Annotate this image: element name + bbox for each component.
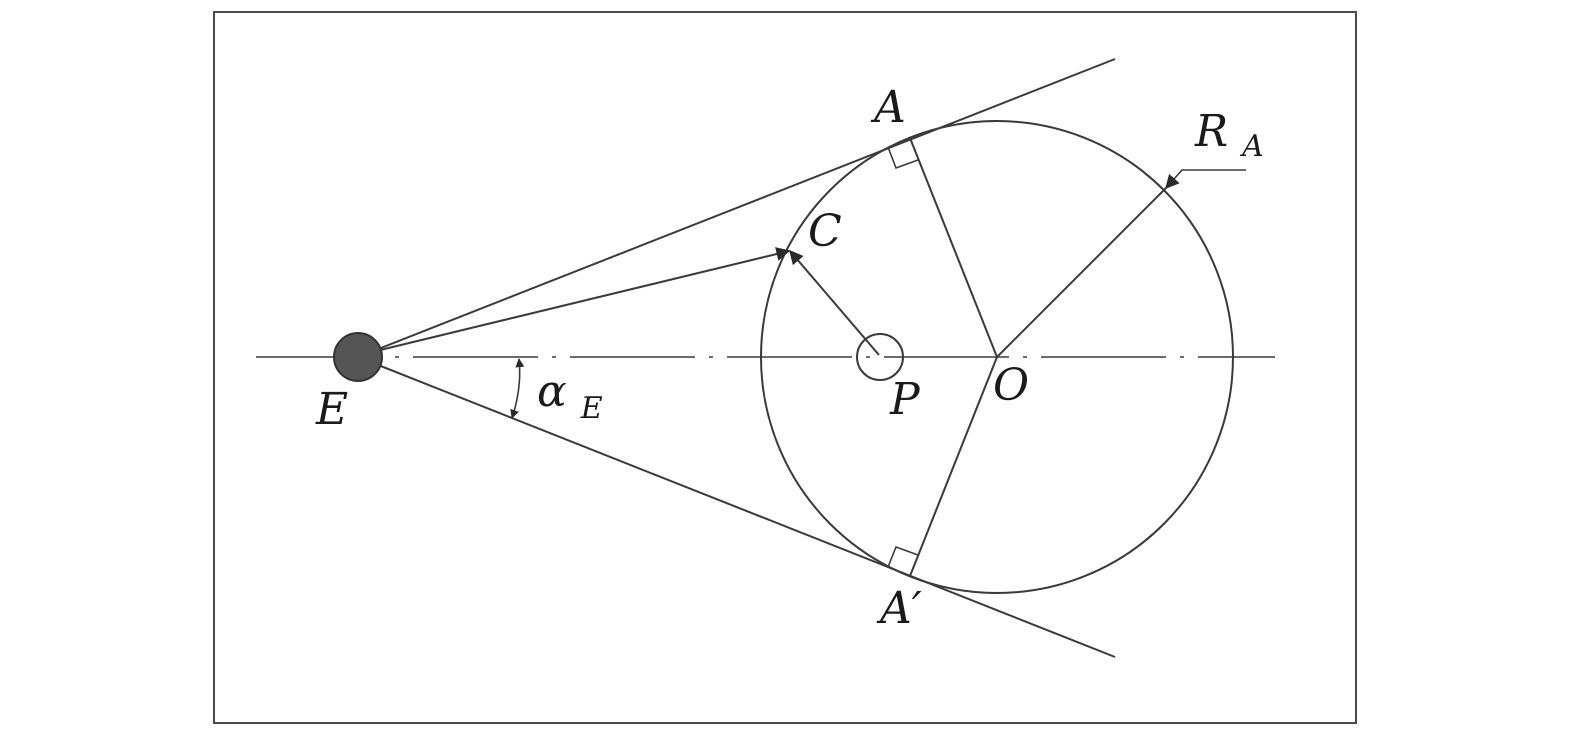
label-alpha-subscript: E [580,391,603,426]
label-P: P [889,374,921,425]
label-C: C [808,206,842,257]
circle-O [760,120,1234,594]
vector-E-to-C [371,247,791,353]
tangent-line-lower [357,356,1116,658]
radius-R-A-leader [1165,169,1246,190]
label-R-A: R A [1194,106,1264,164]
diagram-frame [213,11,1357,724]
label-E: E [315,384,348,435]
label-alpha-E: α E [537,366,603,426]
radius-O-to-A-prime [909,356,998,577]
right-angle-marker-A [887,146,919,170]
label-R: R [1194,106,1228,157]
label-R-subscript: A [1239,129,1264,164]
label-O: O [993,360,1029,411]
label-A: A [870,82,906,133]
point-P [856,333,904,381]
radius-O-to-A [909,137,998,358]
label-A-prime: A′ [876,583,922,634]
radius-R-A [996,187,1167,358]
right-angle-marker-A-prime [887,545,919,568]
tangent-line-upper [357,58,1116,358]
point-E [333,332,383,382]
label-alpha: α [537,366,567,417]
angle-alpha-E-arc [510,358,525,419]
vector-P-to-C [789,249,880,356]
